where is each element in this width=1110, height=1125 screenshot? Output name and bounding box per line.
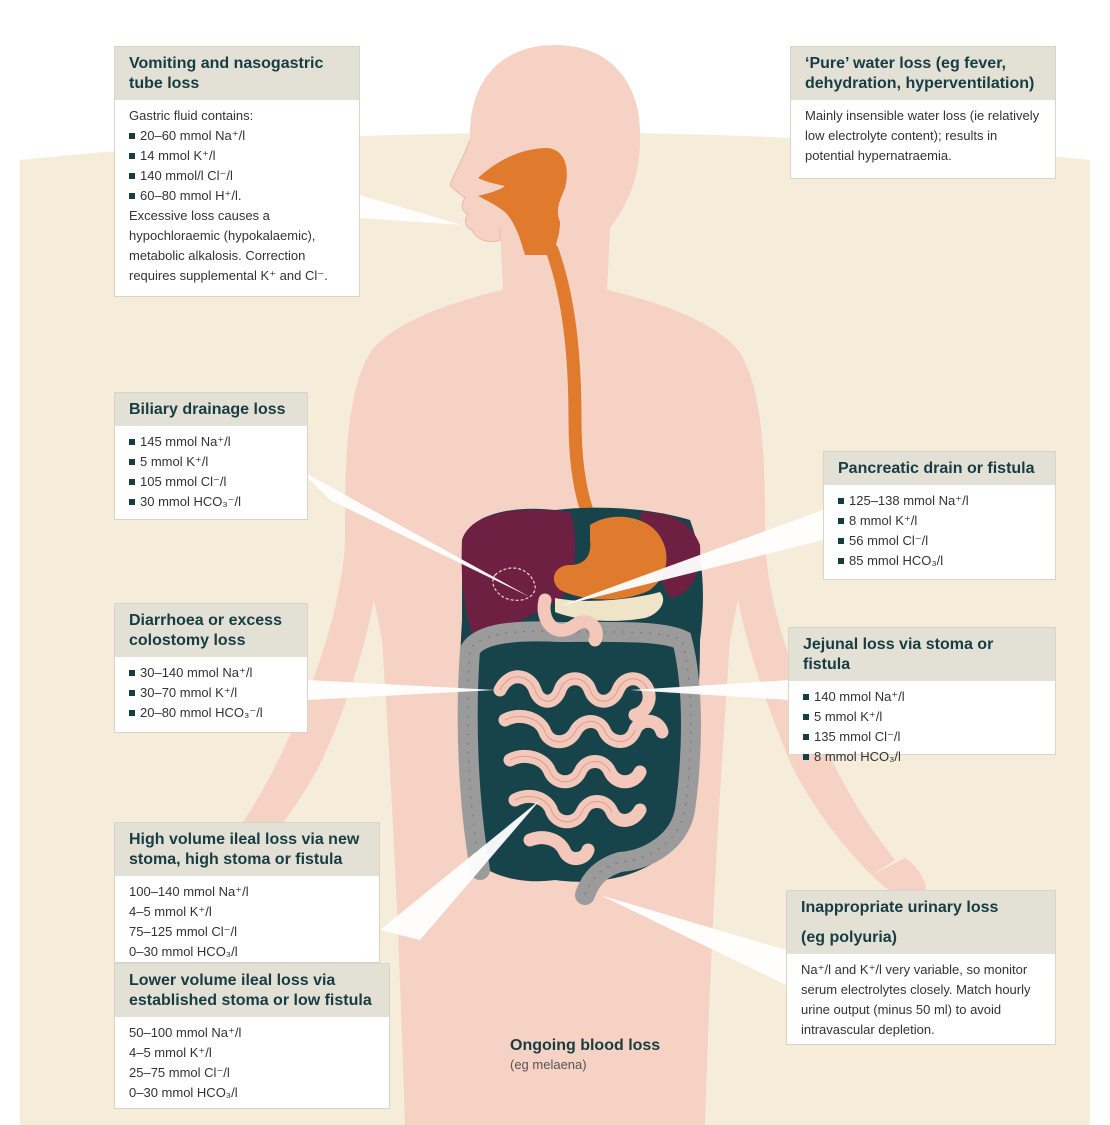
pancreatic-item: 125–138 mmol Na⁺/l [838, 491, 1045, 511]
vomiting-title: Vomiting and nasogastric tube loss [115, 47, 359, 100]
diarrhoea-item: 30–70 mmol K⁺/l [129, 683, 297, 703]
low-ileal-item: 50–100 mmol Na⁺/l [129, 1025, 242, 1040]
pointer-urinary [600, 895, 786, 985]
vomiting-item: 60–80 mmol H⁺/l. [129, 186, 349, 206]
biliary-title: Biliary drainage loss [115, 393, 307, 426]
pancreatic-item: 56 mmol Cl⁻/l [838, 531, 1045, 551]
blood-loss-label: Ongoing blood loss (eg melaena) [510, 1036, 660, 1073]
low-ileal-loss-box: Lower volume ileal loss via established … [114, 963, 390, 1109]
pointer-wedges [300, 100, 823, 985]
liver [461, 509, 576, 650]
urinary-loss-box: Inappropriate urinary loss (eg polyuria)… [786, 890, 1056, 1045]
pointer-vomiting [360, 195, 462, 225]
vomiting-loss-box: Vomiting and nasogastric tube loss Gastr… [114, 46, 360, 297]
vomiting-item: 20–60 mmol Na⁺/l [129, 126, 349, 146]
biliary-item: 5 mmol K⁺/l [129, 452, 297, 472]
pointer-ileal [380, 800, 540, 940]
face-profile [449, 139, 501, 243]
water-loss-box: ‘Pure’ water loss (eg fever, dehydration… [790, 46, 1056, 179]
pancreatic-item: 8 mmol K⁺/l [838, 511, 1045, 531]
high-ileal-item: 75–125 mmol Cl⁻/l [129, 924, 238, 939]
water-note: Mainly insensible water loss (ie relativ… [805, 108, 1040, 163]
diarrhoea-title: Diarrhoea or excess colostomy loss [115, 604, 307, 657]
jejunal-item: 5 mmol K⁺/l [803, 707, 1045, 727]
jejunal-item: 8 mmol HCO₃/l [803, 747, 1045, 767]
vomiting-intro: Gastric fluid contains: [129, 108, 254, 123]
urinary-note: Na⁺/l and K⁺/l very variable, so monitor… [801, 962, 1031, 1037]
pointer-water [670, 100, 790, 130]
biliary-item: 145 mmol Na⁺/l [129, 432, 297, 452]
urinary-title: Inappropriate urinary loss (eg polyuria) [787, 891, 1055, 954]
vomiting-note: Excessive loss causes a hypochloraemic (… [129, 208, 328, 283]
diarrhoea-loss-box: Diarrhoea or excess colostomy loss 30–14… [114, 603, 308, 733]
gallbladder [492, 567, 536, 601]
jejunal-item: 140 mmol Na⁺/l [803, 687, 1045, 707]
low-ileal-item: 25–75 mmol Cl⁻/l [129, 1065, 230, 1080]
oral-cavity [478, 148, 567, 255]
pointer-diarrhoea [308, 680, 495, 700]
biliary-item: 105 mmol Cl⁻/l [129, 472, 297, 492]
blood-loss-subtitle: (eg melaena) [510, 1057, 587, 1072]
pancreatic-loss-box: Pancreatic drain or fistula 125–138 mmol… [823, 451, 1056, 580]
vomiting-item: 140 mmol/l Cl⁻/l [129, 166, 349, 186]
blood-loss-title: Ongoing blood loss [510, 1037, 661, 1054]
pointer-biliary [300, 470, 530, 597]
pancreatic-item: 85 mmol HCO₃/l [838, 551, 1045, 571]
pancreas [555, 592, 664, 621]
low-ileal-item: 4–5 mmol K⁺/l [129, 1045, 212, 1060]
high-ileal-title: High volume ileal loss via new stoma, hi… [115, 823, 379, 876]
biliary-item: 30 mmol HCO₃⁻/l [129, 492, 297, 512]
vomiting-item: 14 mmol K⁺/l [129, 146, 349, 166]
diarrhoea-item: 30–140 mmol Na⁺/l [129, 663, 297, 683]
esophagus [545, 243, 602, 537]
pointer-pancreatic [560, 510, 823, 606]
high-ileal-loss-box: High volume ileal loss via new stoma, hi… [114, 822, 380, 963]
high-ileal-item: 0–30 mmol HCO₃/l [129, 944, 238, 959]
pancreatic-title: Pancreatic drain or fistula [824, 452, 1055, 485]
jejunal-title: Jejunal loss via stoma or fistula [789, 628, 1055, 681]
biliary-loss-box: Biliary drainage loss 145 mmol Na⁺/l 5 m… [114, 392, 308, 520]
low-ileal-title: Lower volume ileal loss via established … [115, 964, 389, 1017]
high-ileal-item: 4–5 mmol K⁺/l [129, 904, 212, 919]
jejunal-loss-box: Jejunal loss via stoma or fistula 140 mm… [788, 627, 1056, 764]
diarrhoea-item: 20–80 mmol HCO₃⁻/l [129, 703, 297, 723]
low-ileal-item: 0–30 mmol HCO₃/l [129, 1085, 238, 1100]
water-title: ‘Pure’ water loss (eg fever, dehydration… [791, 47, 1055, 100]
high-ileal-item: 100–140 mmol Na⁺/l [129, 884, 249, 899]
pointer-jejunal [630, 680, 790, 700]
jejunal-item: 135 mmol Cl⁻/l [803, 727, 1045, 747]
